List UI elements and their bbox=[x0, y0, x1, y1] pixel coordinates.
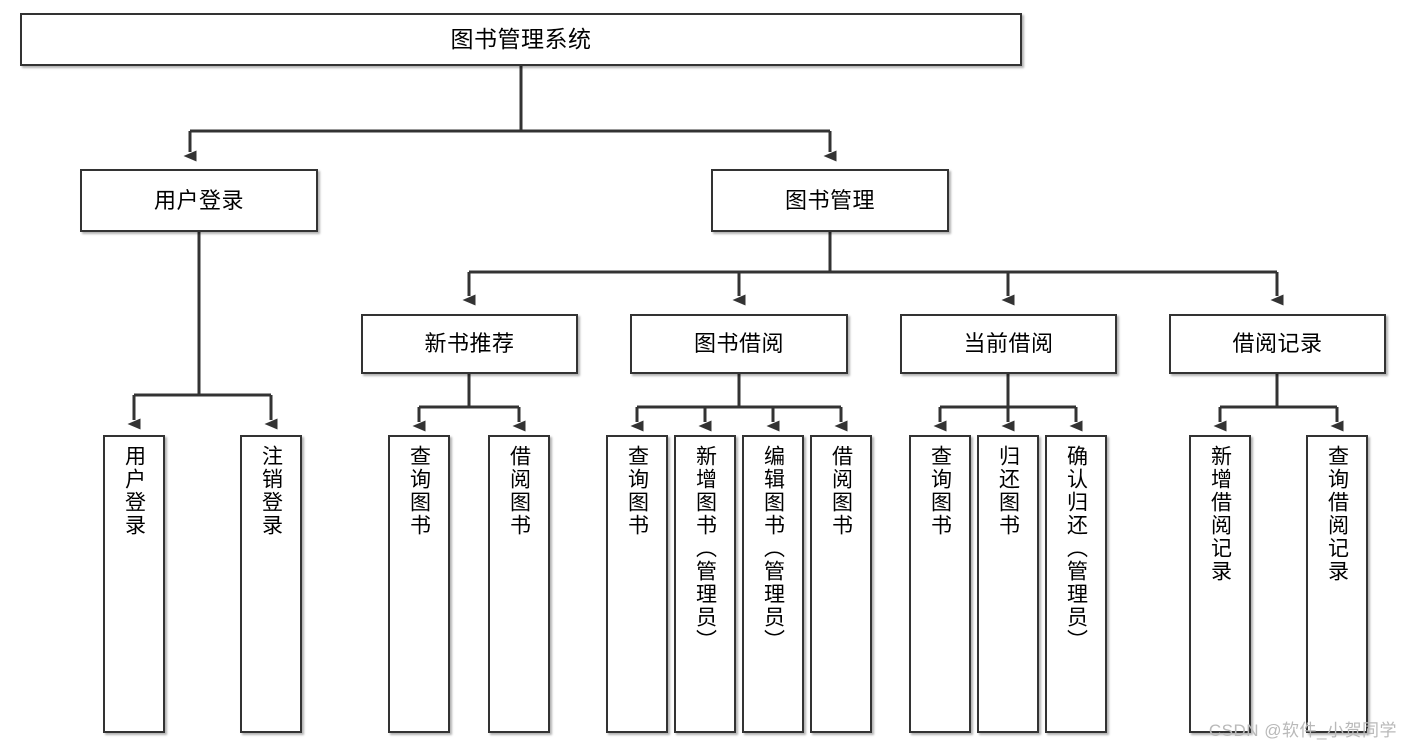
node-label: 查询图书 bbox=[625, 445, 649, 537]
leaf-user-login[interactable]: 用户登录 bbox=[103, 435, 165, 733]
leaf-query-book-new[interactable]: 查询图书 bbox=[388, 435, 450, 733]
leaf-return-book[interactable]: 归还图书 bbox=[977, 435, 1039, 733]
node-current-borrow[interactable]: 当前借阅 bbox=[900, 314, 1117, 374]
node-label: 查询借阅记录 bbox=[1325, 445, 1349, 583]
node-label: 借阅记录 bbox=[1232, 331, 1323, 357]
leaf-query-book-borrow[interactable]: 查询图书 bbox=[606, 435, 668, 733]
node-label: 查询图书 bbox=[928, 445, 952, 537]
csdn-watermark: CSDN @软件_小贺同学 bbox=[1208, 721, 1397, 740]
node-borrow-record[interactable]: 借阅记录 bbox=[1169, 314, 1386, 374]
node-label: 归还图书 bbox=[996, 445, 1020, 537]
node-label: 借阅图书 bbox=[507, 445, 531, 537]
node-label: 新书推荐 bbox=[424, 331, 515, 357]
node-label: 注销登录 bbox=[259, 445, 283, 537]
leaf-add-book-admin[interactable]: 新增图书（管理员） bbox=[674, 435, 736, 733]
node-user-login[interactable]: 用户登录 bbox=[80, 169, 318, 232]
node-root-system[interactable]: 图书管理系统 bbox=[20, 13, 1022, 66]
node-label: 编辑图书（管理员） bbox=[761, 445, 785, 652]
node-label: 用户登录 bbox=[122, 445, 146, 537]
leaf-borrow-book-new[interactable]: 借阅图书 bbox=[488, 435, 550, 733]
node-label: 图书借阅 bbox=[693, 331, 784, 357]
node-label: 新增借阅记录 bbox=[1208, 445, 1232, 583]
node-label: 借阅图书 bbox=[829, 445, 853, 537]
node-new-book-recommend[interactable]: 新书推荐 bbox=[361, 314, 578, 374]
leaf-query-book-current[interactable]: 查询图书 bbox=[909, 435, 971, 733]
node-label: 查询图书 bbox=[407, 445, 431, 537]
node-label: 用户登录 bbox=[153, 187, 244, 213]
leaf-confirm-return-admin[interactable]: 确认归还（管理员） bbox=[1045, 435, 1107, 733]
node-label: 当前借阅 bbox=[963, 331, 1054, 357]
node-label: 图书管理系统 bbox=[450, 26, 592, 53]
leaf-logout-login[interactable]: 注销登录 bbox=[240, 435, 302, 733]
leaf-query-borrow-record[interactable]: 查询借阅记录 bbox=[1306, 435, 1368, 733]
node-book-borrow[interactable]: 图书借阅 bbox=[630, 314, 848, 374]
leaf-add-borrow-record[interactable]: 新增借阅记录 bbox=[1189, 435, 1251, 733]
leaf-edit-book-admin[interactable]: 编辑图书（管理员） bbox=[742, 435, 804, 733]
node-label: 新增图书（管理员） bbox=[693, 445, 717, 652]
node-label: 图书管理 bbox=[784, 187, 875, 213]
node-label: 确认归还（管理员） bbox=[1064, 445, 1088, 652]
leaf-borrow-book-borrow[interactable]: 借阅图书 bbox=[810, 435, 872, 733]
node-book-management[interactable]: 图书管理 bbox=[711, 169, 949, 232]
